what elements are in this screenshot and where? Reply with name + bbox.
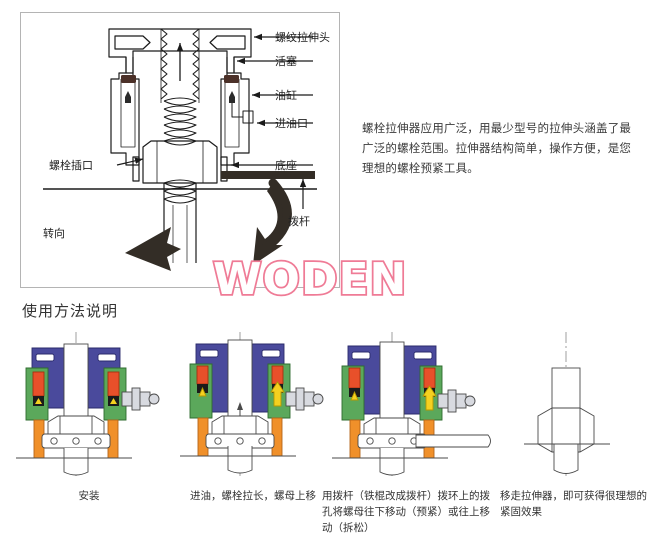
puller-ring xyxy=(205,433,275,449)
seal-right xyxy=(224,75,239,83)
usage-section-title: 使用方法说明 xyxy=(22,302,119,320)
seal-marker-left xyxy=(125,91,131,103)
bolt-shank-below xyxy=(553,444,579,474)
step-remove-caption: 移走拉伸器，即可获得很理想的紧固效果 xyxy=(500,490,647,518)
seal-left xyxy=(121,75,136,83)
oil-flow-arrow-left xyxy=(350,390,359,401)
ring-hole-1 xyxy=(214,437,222,445)
label-lever-rod: 拨杆 xyxy=(288,215,310,228)
head-pocket-left xyxy=(199,349,219,358)
label-base: 底座 xyxy=(275,159,297,172)
main-cutaway-diagram xyxy=(43,28,317,271)
seal-left-red xyxy=(348,367,361,389)
step-remove-illustration xyxy=(524,332,610,478)
seal-left-red xyxy=(196,365,209,385)
seal-marker-right xyxy=(229,91,235,103)
oil-inlet-port xyxy=(231,103,254,124)
lever-rod-inserted xyxy=(415,434,491,448)
rotation-arc xyxy=(256,178,292,256)
cylinder-left-inner xyxy=(120,79,136,148)
step-oil-in-caption: 进油，螺栓拉长，螺母上移 xyxy=(190,490,316,502)
seal-right-red xyxy=(107,371,120,397)
ring-hole-3 xyxy=(94,437,102,445)
stretch-arrow-head xyxy=(237,402,243,410)
lever-bar xyxy=(221,171,315,179)
seal-left-red xyxy=(32,371,45,397)
ring-hole-1 xyxy=(50,437,58,445)
step-lever-illustration xyxy=(332,332,491,478)
thread-zigzag-left xyxy=(160,28,168,100)
bolt-column xyxy=(379,341,405,427)
label-turn-direction: 转向 xyxy=(43,227,65,240)
woden-logo: WODEN xyxy=(211,254,408,305)
head-pocket-right xyxy=(261,349,281,358)
step-install-caption: 安装 xyxy=(78,490,100,502)
label-oil-cylinder: 油缸 xyxy=(275,89,297,102)
head-pocket-left xyxy=(114,35,151,50)
bolt-thread-helix-upper xyxy=(163,97,197,146)
label-oil-inlet: 进油口 xyxy=(275,117,308,130)
flow-arrow-left xyxy=(35,398,42,404)
usage-steps: 安装 xyxy=(0,330,650,545)
ring-hole-2 xyxy=(72,437,80,445)
label-thread-puller-head: 螺纹拉伸头 xyxy=(275,31,330,44)
ring-hole-2 xyxy=(388,437,396,445)
head-pocket-left xyxy=(35,353,55,362)
leader-bolt-socket xyxy=(116,157,144,166)
ring-hole-3 xyxy=(258,437,266,445)
oil-flow-arrow-left xyxy=(198,386,207,397)
step-install-illustration xyxy=(16,332,160,478)
hydraulic-fitting xyxy=(285,387,324,411)
head-pocket-right xyxy=(413,351,433,360)
head-pocket-left xyxy=(351,351,371,360)
hydraulic-fitting xyxy=(121,387,160,411)
thread-zigzag-right xyxy=(192,28,200,100)
oil-flow-arrow-right xyxy=(270,381,285,407)
label-piston: 活塞 xyxy=(275,55,297,68)
rotation-arrow xyxy=(253,183,287,265)
product-description: 螺栓拉伸器应用广泛，用最少型号的拉伸头涵盖了最广泛的螺栓范围。拉伸器结构简单，操… xyxy=(362,121,632,175)
seal-right-red xyxy=(423,367,436,389)
bolt-shank-below xyxy=(63,448,89,476)
ring-hole-1 xyxy=(366,437,374,445)
step-lever-caption: 用拨杆（铁棍改成拨杆）拨环上的拨孔将螺母往下移动（预紧）或往上移动（拆松） xyxy=(322,490,490,534)
bolt-shank-below xyxy=(227,446,253,474)
ring-slot-left xyxy=(132,156,140,182)
rotation-arrow-head xyxy=(125,227,181,271)
hydraulic-fitting xyxy=(437,389,476,413)
oil-flow-arrow-right xyxy=(422,385,437,411)
bolt-column xyxy=(63,343,89,423)
flow-arrow-right xyxy=(110,398,117,404)
hex-nut-outline xyxy=(142,140,218,184)
bolt-shank-below xyxy=(379,448,405,476)
puller-ring xyxy=(41,433,111,449)
label-bolt-socket: 螺栓插口 xyxy=(49,159,93,172)
main-diagram-frame: 螺纹拉伸头 活塞 油缸 进油口 底座 拨杆 螺栓插口 转向 xyxy=(20,12,340,288)
step-oil-in-illustration xyxy=(180,332,324,478)
ring-hole-2 xyxy=(236,437,244,445)
head-pocket-right xyxy=(97,353,117,362)
head-pocket-right xyxy=(209,35,246,50)
cylinder-right-inner xyxy=(224,79,240,148)
